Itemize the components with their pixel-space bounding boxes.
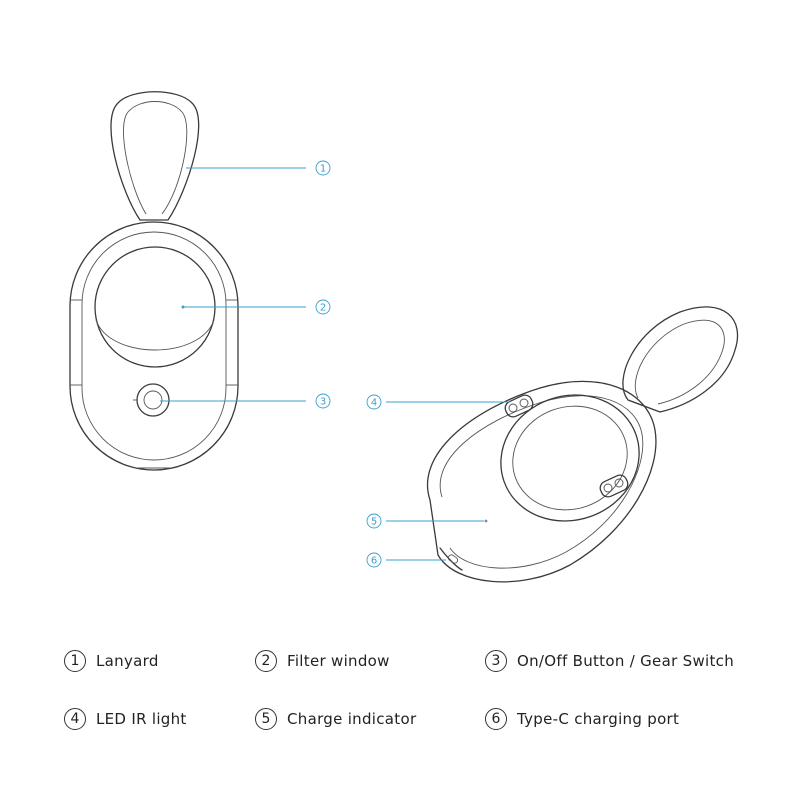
legend-item-2: 2 Filter window [255, 650, 390, 672]
legend-label-type-c-port: Type-C charging port [517, 710, 680, 728]
callout-3: 3 [160, 393, 331, 409]
callout-4: 4 [366, 394, 510, 410]
legend-label-charge-indicator: Charge indicator [287, 710, 417, 728]
angled-view [427, 306, 739, 583]
lanyard-angled [622, 306, 739, 413]
legend-number-1: 1 [64, 650, 86, 672]
legend-label-on-off-button: On/Off Button / Gear Switch [517, 652, 735, 670]
legend-number-4: 4 [64, 708, 86, 730]
callout-4-number: 4 [371, 398, 377, 409]
lanyard-front [110, 91, 200, 221]
body-angled [427, 380, 657, 583]
charge-indicator-dot [484, 519, 488, 523]
legend-item-6: 6 Type-C charging port [485, 708, 679, 730]
callout-1: 1 [186, 160, 331, 176]
legend: 1 Lanyard 2 Filter window 3 On/Off Butto… [0, 640, 800, 750]
legend-label-filter-window: Filter window [287, 652, 390, 670]
body-front [69, 221, 239, 471]
legend-item-5: 5 Charge indicator [255, 708, 416, 730]
filter-ring-angled [500, 394, 640, 522]
legend-item-4: 4 LED IR light [64, 708, 187, 730]
callout-5: 5 [366, 513, 484, 529]
callout-5-number: 5 [371, 517, 377, 528]
callout-1-number: 1 [320, 164, 326, 175]
callout-2: 2 [181, 299, 331, 315]
led-ir-light-right [599, 474, 629, 498]
power-button-front [136, 383, 170, 417]
legend-number-6: 6 [485, 708, 507, 730]
legend-label-lanyard: Lanyard [96, 652, 159, 670]
callout-2-number: 2 [320, 303, 326, 314]
callout-3-number: 3 [320, 397, 326, 408]
legend-label-led-ir-light: LED IR light [96, 710, 187, 728]
legend-item-3: 3 On/Off Button / Gear Switch [485, 650, 734, 672]
front-view [69, 91, 239, 471]
type-c-port [439, 547, 463, 571]
led-ir-light-top [504, 394, 534, 418]
callout-6-number: 6 [371, 556, 377, 567]
legend-number-3: 3 [485, 650, 507, 672]
callout-6: 6 [366, 552, 446, 568]
legend-item-1: 1 Lanyard [64, 650, 159, 672]
legend-number-5: 5 [255, 708, 277, 730]
legend-number-2: 2 [255, 650, 277, 672]
